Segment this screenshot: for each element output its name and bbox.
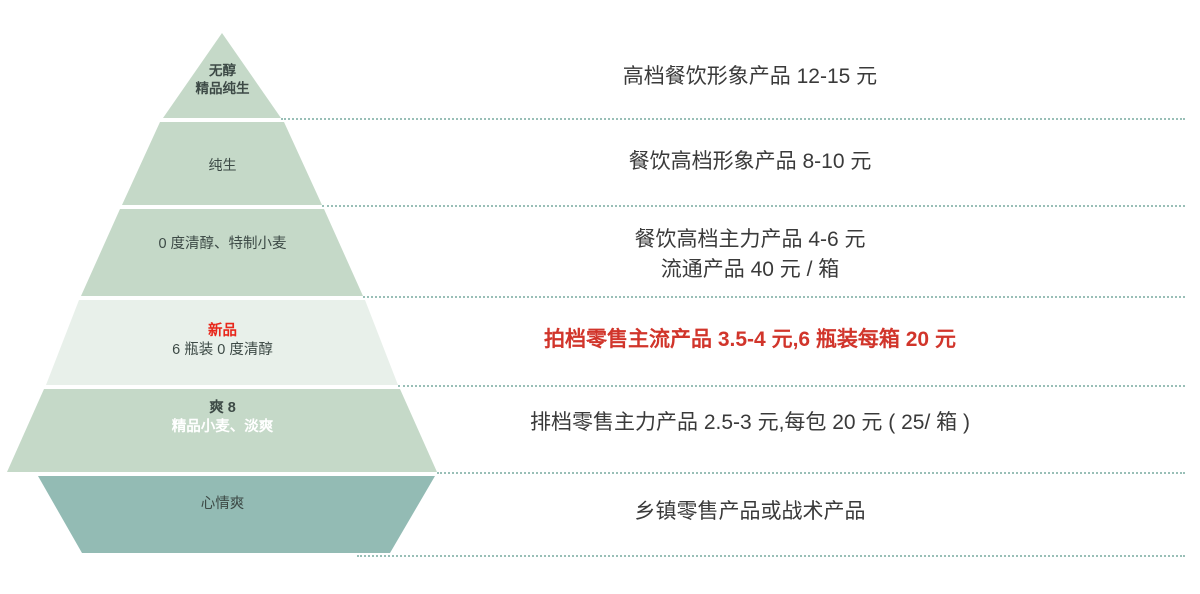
pyramid-level-5-shape [7, 389, 437, 472]
separator-line-6 [357, 555, 1185, 557]
pyramid-level-3-shape [81, 209, 363, 296]
separator-line-2 [322, 205, 1185, 207]
pyramid-level-6-shape [38, 476, 435, 553]
description-row-2-line1: 餐饮高档形象产品 8-10 元 [628, 150, 872, 173]
description-row-6-line1: 乡镇零售产品或战术产品 [634, 500, 866, 523]
description-row-6: 乡镇零售产品或战术产品 [430, 497, 1070, 527]
pyramid-level-1-shape [163, 33, 281, 118]
description-row-3-line1: 餐饮高档主力产品 4-6 元 [634, 228, 866, 251]
separator-line-5 [437, 472, 1185, 474]
pyramid-level-2-shape [122, 122, 322, 205]
description-row-1: 高档餐饮形象产品 12-15 元 [430, 62, 1070, 92]
separator-line-4 [398, 385, 1185, 387]
description-row-5-line1: 排档零售主力产品 2.5-3 元,每包 20 元 ( 25/ 箱 ) [530, 411, 970, 434]
pyramid-level-4-shape [46, 300, 398, 385]
description-row-1-line1: 高档餐饮形象产品 12-15 元 [622, 65, 878, 88]
description-row-4-line1: 拍档零售主流产品 3.5-4 元,6 瓶装每箱 20 元 [544, 328, 956, 351]
description-row-4-highlighted: 拍档零售主流产品 3.5-4 元,6 瓶装每箱 20 元 [430, 325, 1070, 355]
description-row-3: 餐饮高档主力产品 4-6 元 流通产品 40 元 / 箱 [430, 225, 1070, 286]
description-row-5: 排档零售主力产品 2.5-3 元,每包 20 元 ( 25/ 箱 ) [430, 408, 1070, 438]
description-row-3-line2: 流通产品 40 元 / 箱 [660, 258, 840, 282]
description-row-2: 餐饮高档形象产品 8-10 元 [430, 147, 1070, 177]
separator-line-3 [363, 296, 1185, 298]
price-tier-pyramid [0, 0, 470, 594]
separator-line-1 [281, 118, 1185, 120]
